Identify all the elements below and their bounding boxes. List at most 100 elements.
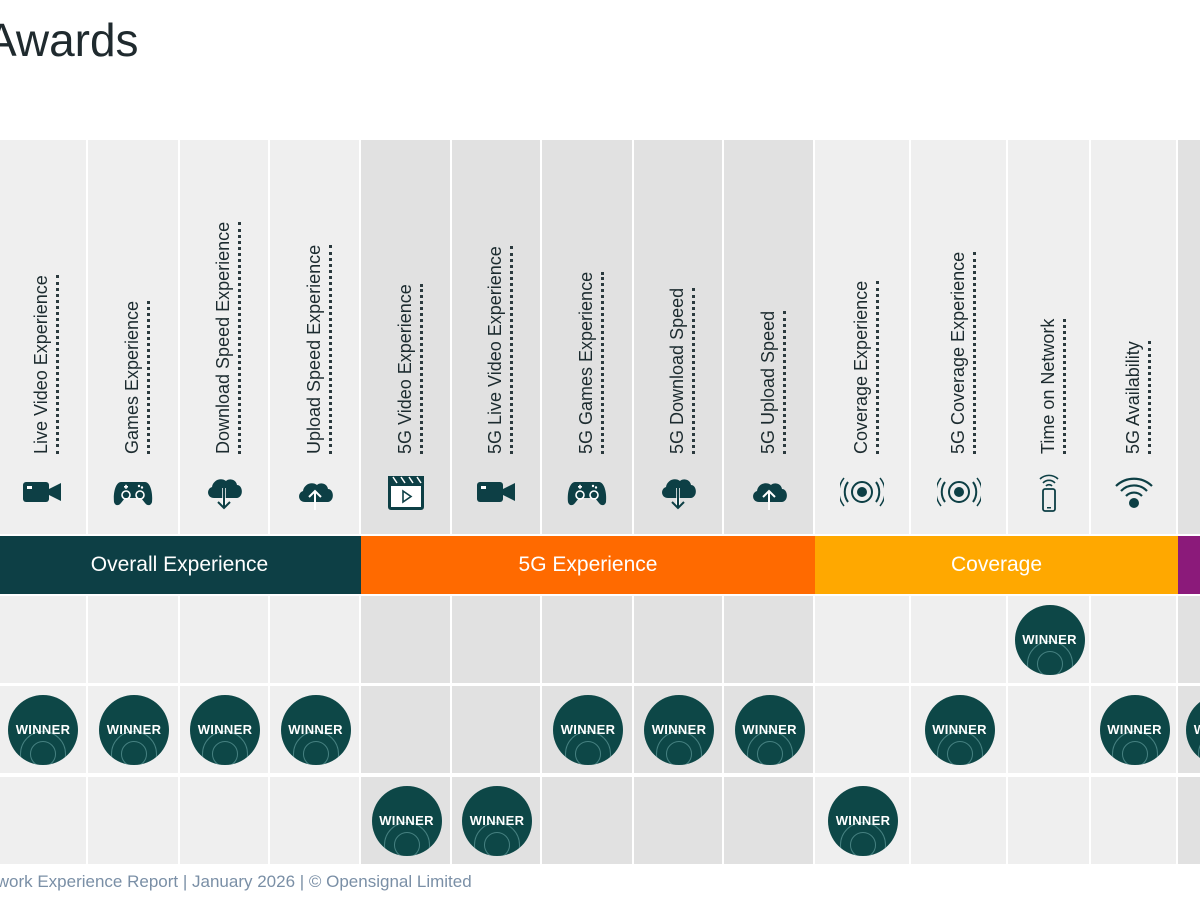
gamepad-icon bbox=[565, 470, 609, 514]
grid-cell bbox=[724, 777, 815, 866]
signal-target-icon bbox=[840, 470, 884, 514]
award-column: Download Speed Experience bbox=[180, 140, 270, 534]
winner-label: WINNER bbox=[106, 722, 162, 737]
label-underline bbox=[601, 271, 604, 454]
category-band: 5G Experience bbox=[361, 536, 815, 594]
label-underline bbox=[510, 246, 513, 454]
award-column: Live Video Experience bbox=[0, 140, 88, 534]
grid-cell bbox=[88, 596, 180, 685]
winner-label: WINNER bbox=[15, 722, 71, 737]
grid-cell: WINNER bbox=[1091, 686, 1178, 775]
grid-cell bbox=[634, 596, 724, 685]
winner-label: WINNER bbox=[1022, 632, 1077, 647]
winner-badge: WINNER bbox=[280, 695, 351, 765]
category-label: 5G Experience bbox=[518, 553, 658, 576]
award-column: 5G Video Experience bbox=[361, 140, 452, 534]
grid-cell: WINNER bbox=[88, 686, 180, 775]
grid-cell bbox=[180, 777, 270, 866]
grid-cell bbox=[0, 777, 88, 866]
cloud-download-icon bbox=[202, 470, 246, 514]
winner-label: WINNER bbox=[651, 722, 707, 737]
signal-target-icon bbox=[936, 470, 981, 514]
video-player-icon bbox=[384, 470, 428, 514]
grid-cell bbox=[634, 777, 724, 866]
gamepad-icon bbox=[111, 470, 155, 514]
cloud-upload-icon bbox=[293, 470, 337, 514]
winner-badge: WINNER bbox=[371, 786, 442, 856]
grid-cell: WINNER bbox=[724, 686, 815, 775]
video-camera-icon bbox=[474, 470, 518, 514]
winner-badge: WINNER bbox=[8, 695, 78, 765]
award-column: Time on Network bbox=[1008, 140, 1091, 534]
award-column-label: 5G Live Video Experience bbox=[485, 246, 505, 454]
label-underline bbox=[692, 287, 695, 454]
award-column-label: 5G Download Speed bbox=[667, 287, 687, 454]
label-underline bbox=[782, 310, 786, 454]
grid-cell: WINNER bbox=[1178, 686, 1200, 775]
grid-cell: WINNER bbox=[0, 686, 88, 775]
award-column: Coverage Experience bbox=[815, 140, 911, 534]
grid-cell bbox=[1178, 596, 1200, 685]
winner-badge: WINNER bbox=[99, 695, 169, 765]
label-underline bbox=[419, 284, 423, 454]
award-column-label: Games Experience bbox=[122, 300, 142, 454]
grid-cell bbox=[361, 596, 452, 685]
winner-badge: WINNER bbox=[828, 786, 898, 856]
grid-cell bbox=[270, 596, 361, 685]
winner-label: WINNER bbox=[835, 813, 891, 828]
winner-label: WINNER bbox=[197, 722, 253, 737]
winner-badge: WINNER bbox=[462, 786, 532, 856]
grid-cell bbox=[361, 686, 452, 775]
grid-cell: WINNER bbox=[361, 777, 452, 866]
award-column-label: 5G Video Experience bbox=[394, 284, 415, 454]
category-band bbox=[1178, 536, 1200, 594]
grid-cell bbox=[88, 777, 180, 866]
grid-cell: WINNER bbox=[1008, 596, 1091, 685]
cloud-download-icon bbox=[656, 470, 700, 514]
award-column-label: Time on Network bbox=[1037, 318, 1058, 454]
label-underline bbox=[972, 251, 976, 454]
grid-cell bbox=[911, 777, 1008, 866]
winner-label: WINNER bbox=[1186, 722, 1200, 737]
category-label: Overall Experience bbox=[90, 553, 269, 576]
award-column-label: Download Speed Experience bbox=[213, 221, 233, 454]
award-column-label: 5G Games Experience bbox=[576, 271, 596, 454]
page-title: Awards bbox=[0, 14, 139, 66]
winner-label: WINNER bbox=[469, 813, 525, 828]
grid-cell bbox=[815, 596, 911, 685]
grid-cell bbox=[815, 686, 911, 775]
label-underline bbox=[1062, 318, 1066, 454]
grid-cell bbox=[1091, 777, 1178, 866]
award-column: 5G Games Experience bbox=[542, 140, 634, 534]
label-underline bbox=[1147, 341, 1151, 454]
award-column: 5G Availability bbox=[1091, 140, 1178, 534]
label-underline bbox=[56, 275, 59, 454]
award-column: 5G Coverage Experience bbox=[911, 140, 1008, 534]
phone-signal-icon bbox=[1027, 470, 1071, 514]
winner-label: WINNER bbox=[932, 722, 987, 737]
grid-cell bbox=[542, 777, 634, 866]
grid-cell: WINNER bbox=[911, 686, 1008, 775]
award-column-label: Live Video Experience bbox=[31, 275, 51, 454]
award-column-label: 5G Availability bbox=[1122, 341, 1143, 454]
award-column: 5G Download Speed bbox=[634, 140, 724, 534]
grid-cell bbox=[1008, 686, 1091, 775]
grid-cell: WINNER bbox=[180, 686, 270, 775]
grid-cell bbox=[180, 596, 270, 685]
grid-cell bbox=[452, 686, 542, 775]
category-band: Overall Experience bbox=[0, 536, 361, 594]
video-camera-icon bbox=[20, 470, 64, 514]
winner-label: WINNER bbox=[560, 722, 616, 737]
label-underline bbox=[328, 244, 332, 454]
award-column bbox=[1178, 140, 1200, 534]
winner-badge: WINNER bbox=[644, 695, 714, 765]
award-column-label: Coverage Experience bbox=[851, 280, 871, 454]
grid-cell: WINNER bbox=[815, 777, 911, 866]
award-column-label: Upload Speed Experience bbox=[303, 244, 324, 454]
winner-label: WINNER bbox=[742, 722, 797, 737]
winner-label: WINNER bbox=[379, 813, 434, 828]
grid-cell bbox=[452, 596, 542, 685]
grid-cell: WINNER bbox=[270, 686, 361, 775]
award-column-label: 5G Upload Speed bbox=[757, 310, 778, 454]
category-label: Coverage bbox=[950, 553, 1043, 576]
